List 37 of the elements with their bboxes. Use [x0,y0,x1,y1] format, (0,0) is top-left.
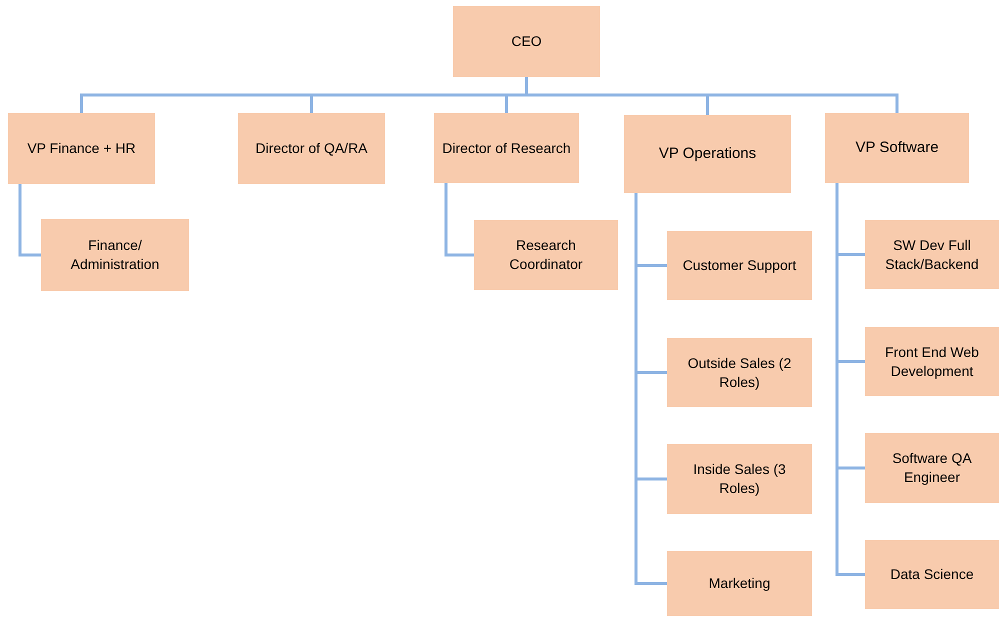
role-title: VP Operations [658,144,756,164]
role-box [865,220,999,289]
connector-line [525,77,898,113]
role-box [41,219,189,291]
role-title: VP Finance + HR [27,139,136,158]
role-box [434,113,579,183]
role-title: Front End Web Development [884,342,980,380]
role-box [667,338,812,407]
role-box [667,444,812,514]
role-title: Research Coordinator [508,236,584,274]
role-box [453,6,600,77]
role-title: Marketing [708,574,770,593]
role-box [865,433,999,503]
role-title: Customer Support [682,256,796,275]
role-title: Finance/ Administration [70,236,160,274]
role-box [238,113,385,184]
connector-line [18,184,41,256]
role-box [825,113,969,183]
connector-line [634,193,667,585]
role-title: VP Software [855,138,939,158]
connector-line [836,183,865,576]
role-box [667,231,812,300]
role-title: SW Dev Full Stack/Backend [884,236,980,274]
role-title: Director of QA/RA [255,139,368,158]
role-title: Software QA Engineer [891,449,973,487]
role-box [624,115,791,193]
role-box [865,327,999,396]
connector-line [444,183,474,256]
role-box [8,113,155,184]
role-box [865,540,999,609]
role-box [667,551,812,616]
role-box [474,220,618,290]
role-title: Outside Sales (2 Roles) [686,354,792,392]
role-title: CEO [511,32,542,51]
role-title: Director of Research [442,138,571,158]
role-title: Data Science [890,565,974,584]
role-title: Inside Sales (3 Roles) [692,460,787,498]
